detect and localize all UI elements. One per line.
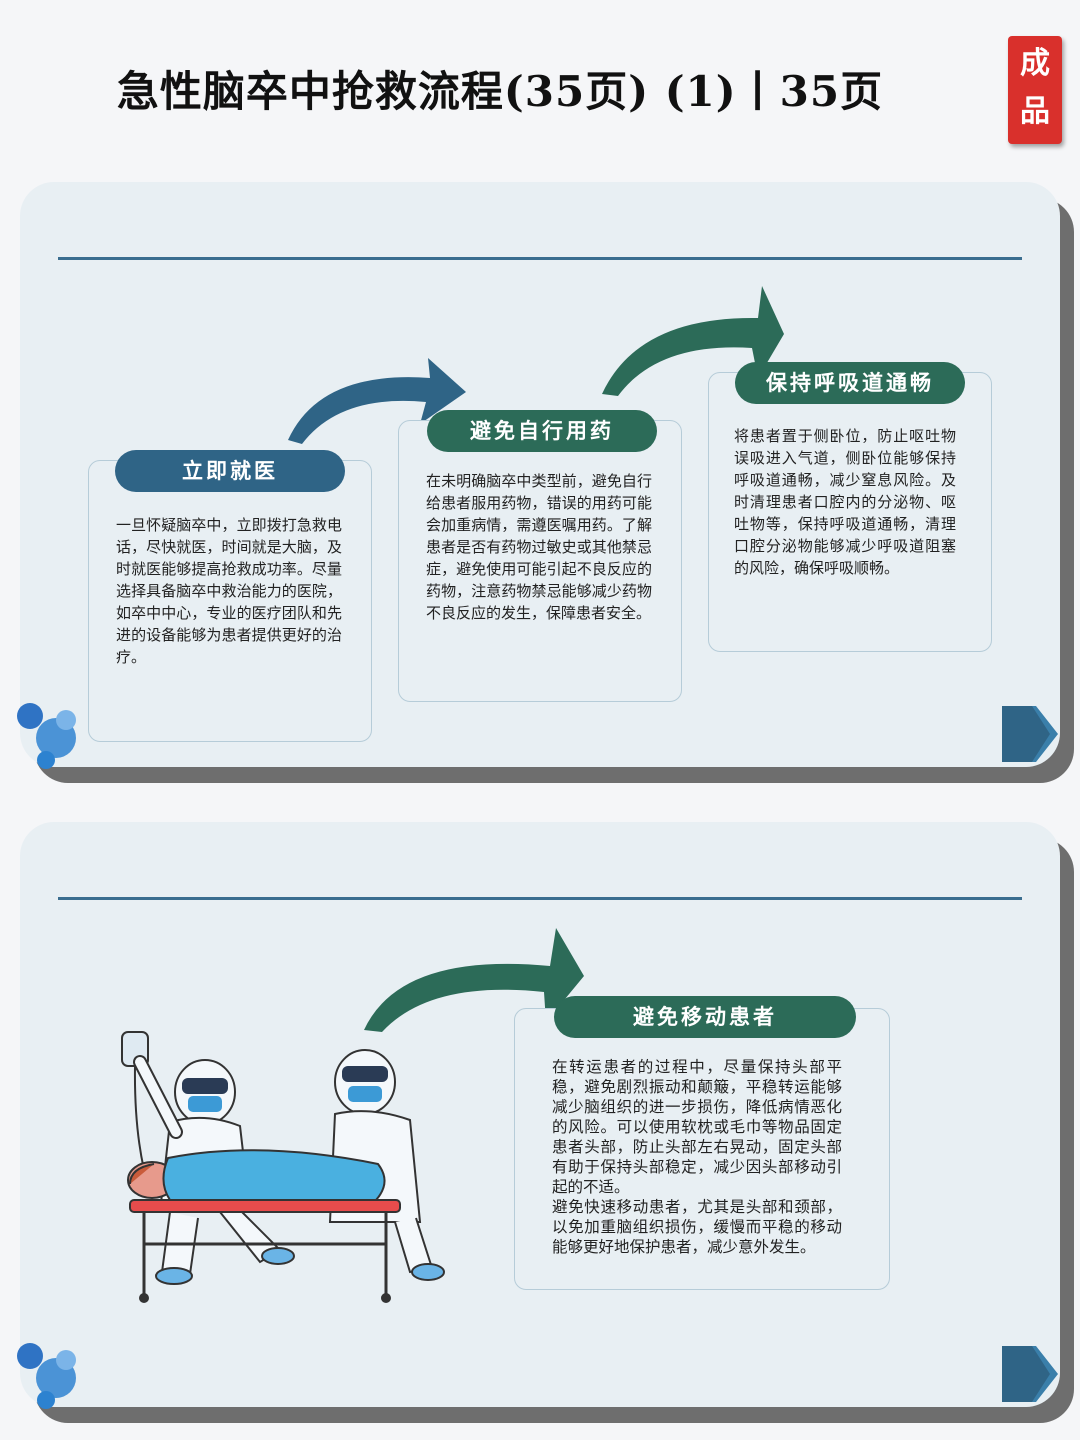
medical-transport-illustration bbox=[121, 1031, 445, 1303]
decor-dots-icon bbox=[17, 703, 76, 769]
divider-line bbox=[58, 897, 1022, 900]
step-title-1: 立即就医 bbox=[115, 450, 345, 492]
badge-top-char: 成 bbox=[1020, 46, 1050, 81]
flow-arrow-icon bbox=[602, 286, 784, 396]
decor-dots-icon bbox=[17, 1343, 76, 1409]
step-title-3: 保持呼吸道通畅 bbox=[735, 362, 965, 404]
step-body-1: 一旦怀疑脑卒中，立即拨打急救电话，尽快就医，时间就是大脑，及时就医能够提高抢救成… bbox=[116, 516, 342, 666]
step-title-2: 避免自行用药 bbox=[427, 410, 657, 452]
page-title: 急性脑卒中抢救流程(35页) (1)丨35页 bbox=[116, 67, 884, 116]
slide-1: 立即就医 一旦怀疑脑卒中，立即拨打急救电话，尽快就医，时间就是大脑，及时就医能够… bbox=[17, 182, 1060, 769]
step-body-3: 将患者置于侧卧位，防止呕吐物误吸进入气道，侧卧位能够保持呼吸道通畅，减少窒息风险… bbox=[734, 427, 956, 577]
divider-line bbox=[58, 257, 1022, 260]
step-body-2: 在未明确脑卒中类型前，避免自行给患者服用药物，错误的用药可能会加重病情，需遵医嘱… bbox=[426, 472, 652, 622]
step-card-1 bbox=[88, 460, 372, 742]
flow-arrow-icon bbox=[364, 928, 584, 1032]
next-arrow-icon bbox=[1002, 706, 1058, 762]
step-body-4: 在转运患者的过程中，尽量保持头部平稳，避免剧烈振动和颠簸，平稳转运能够减少脑组织… bbox=[552, 1058, 842, 1256]
step-card-4 bbox=[514, 1008, 890, 1290]
step-title-4: 避免移动患者 bbox=[554, 996, 856, 1038]
badge: 成 品 bbox=[1008, 36, 1062, 144]
slide-2: 避免移动患者 在转运患者的过程中，尽量保持头部平稳，避免剧烈振动和颠簸，平稳转运… bbox=[17, 822, 1060, 1409]
step-card-2 bbox=[398, 420, 682, 702]
badge-bottom-char: 品 bbox=[1020, 94, 1050, 129]
step-card-3 bbox=[708, 372, 992, 652]
next-arrow-icon bbox=[1002, 1346, 1058, 1402]
